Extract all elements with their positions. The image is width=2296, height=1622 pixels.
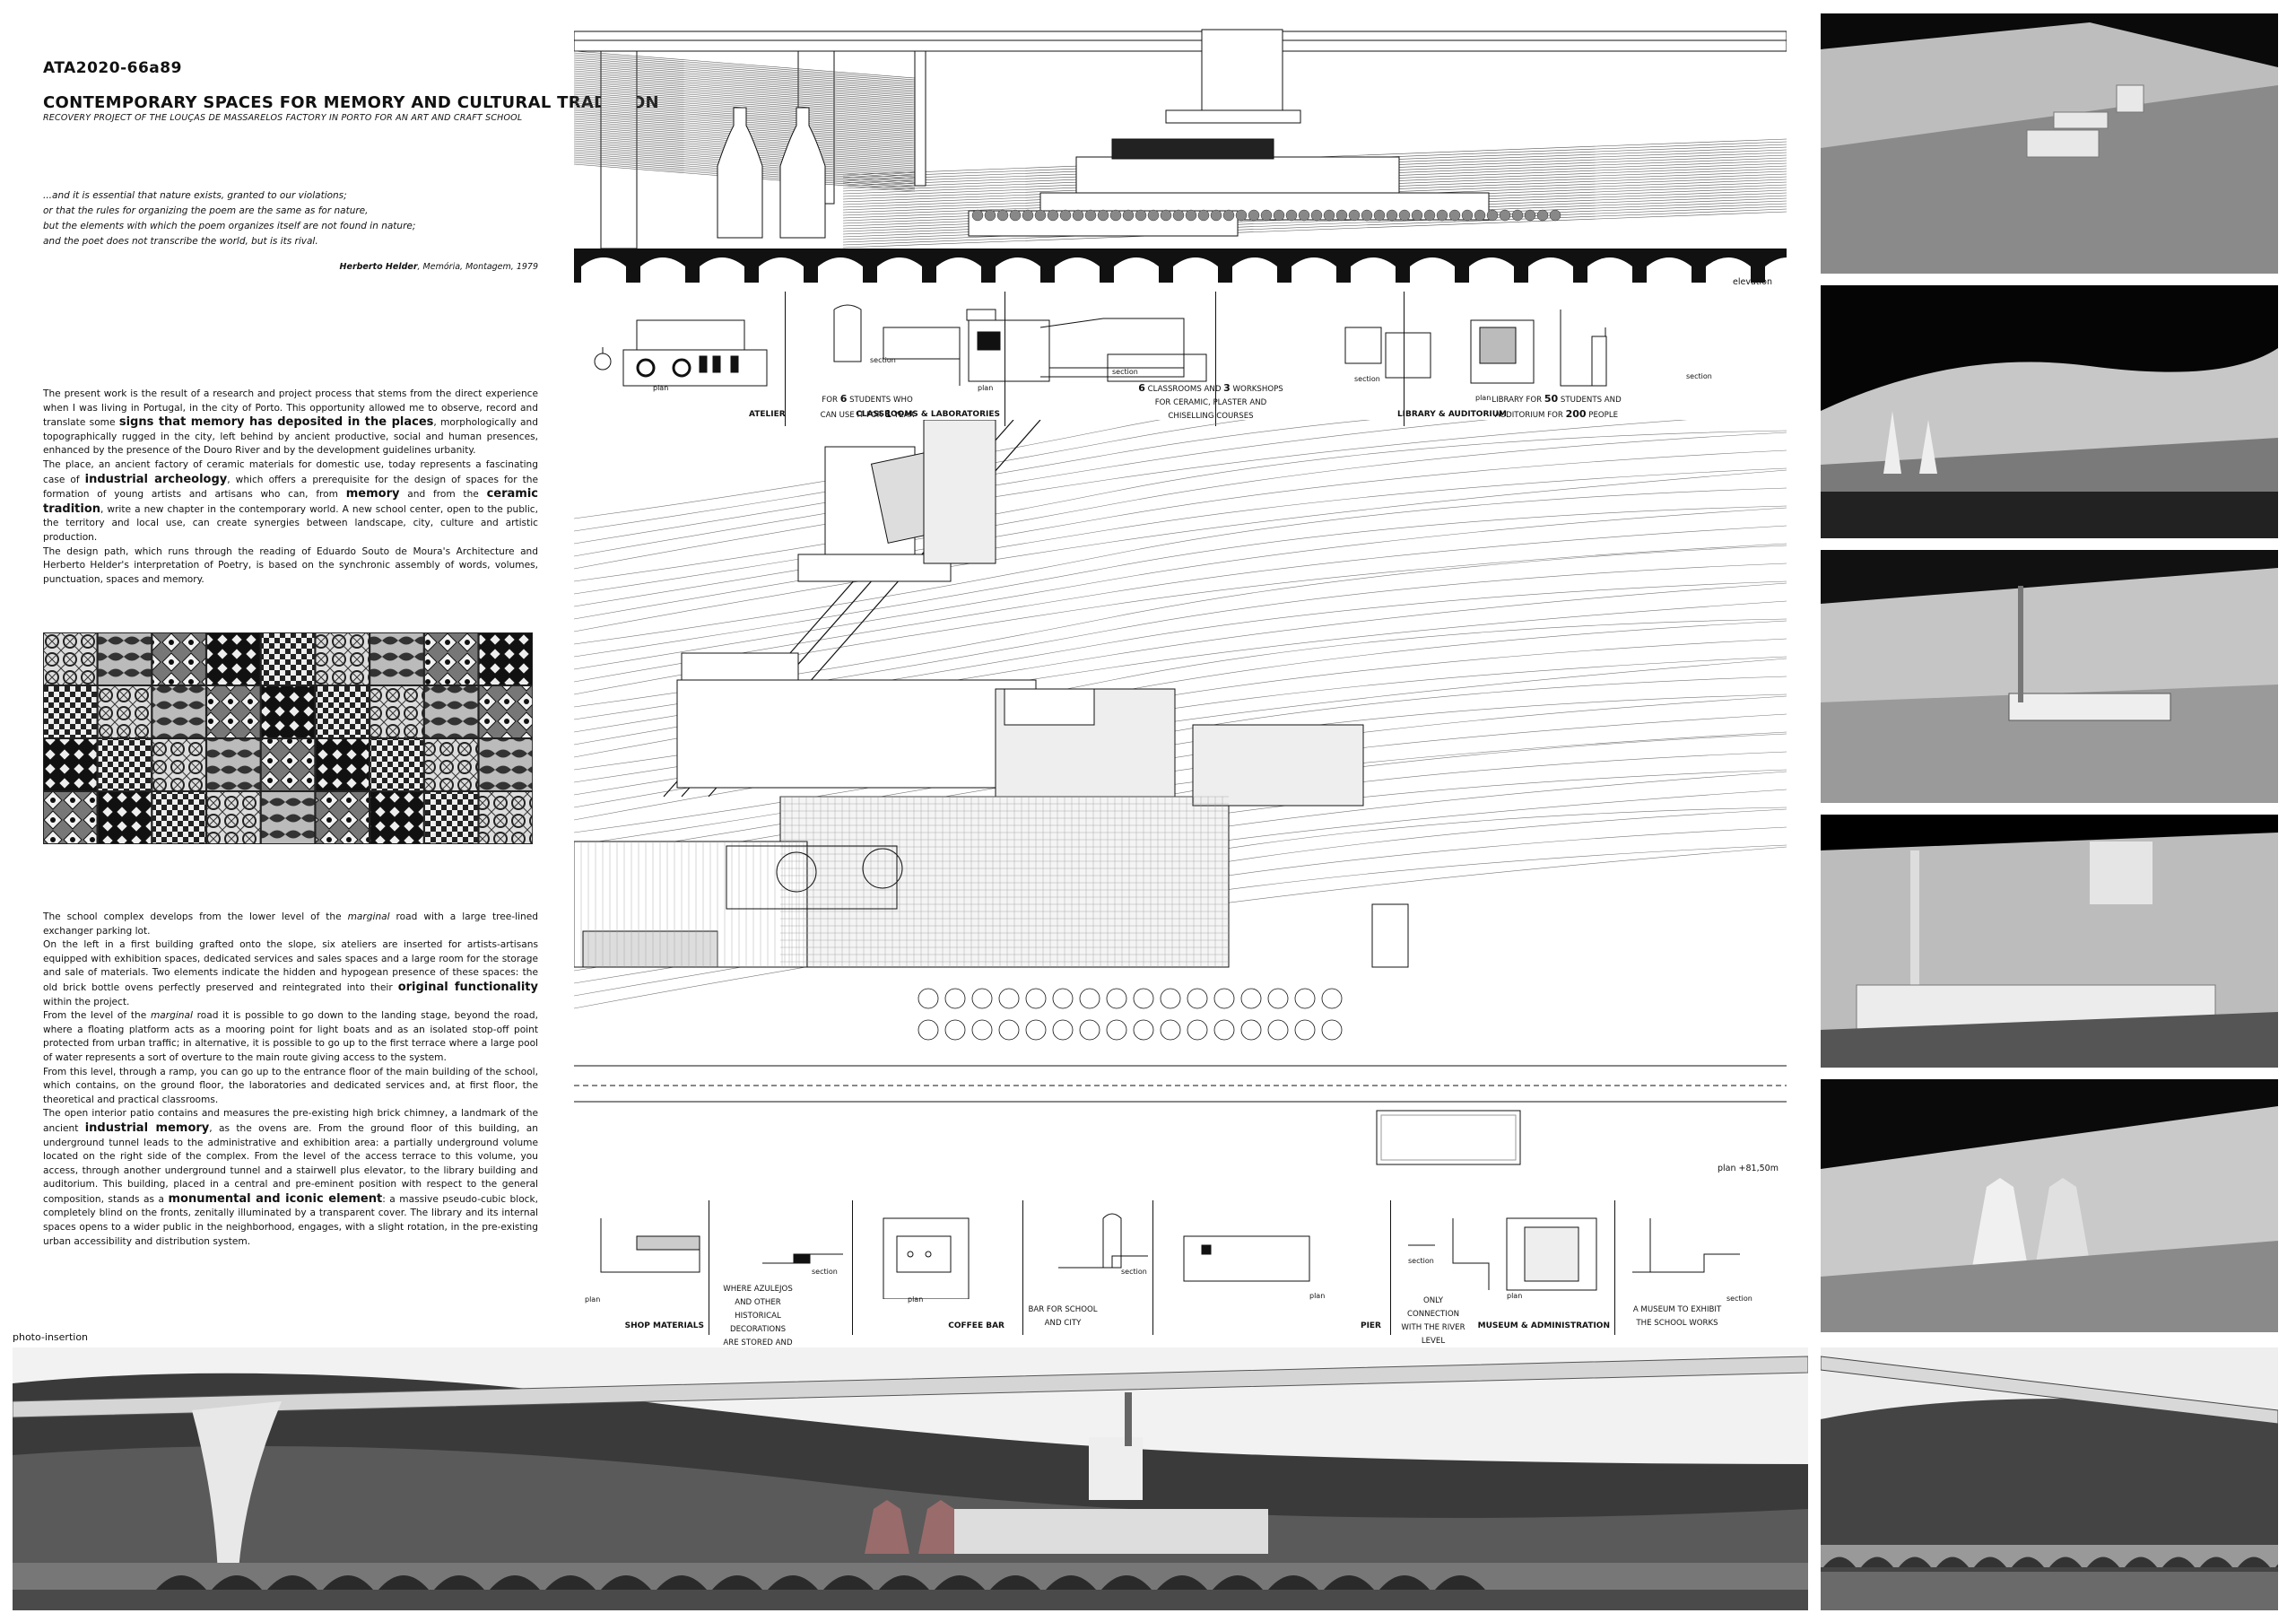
top-program-strip: plan section plan section section plan s…	[574, 292, 1787, 428]
intro-paragraph: The present work is the result of a rese…	[43, 388, 538, 457]
poem-line: and the poet does not transcribe the wor…	[43, 236, 318, 247]
divider	[1022, 1200, 1023, 1335]
divider	[852, 1200, 853, 1335]
plan-label: plan	[978, 384, 994, 392]
program-museum: MUSEUM & ADMINISTRATION	[1477, 1321, 1610, 1330]
program-coffee-desc: BAR FOR SCHOOL AND CITY	[1028, 1305, 1098, 1328]
site-plan-drawing	[574, 420, 1787, 1165]
section-label: section	[870, 356, 896, 364]
program-museum-desc: A MUSEUM TO EXHIBIT THE SCHOOL WORKS	[1632, 1305, 1722, 1328]
intro-paragraph: The place, an ancient factory of ceramic…	[43, 458, 539, 543]
bottom-program-strip: plan section plan section plan section p…	[574, 1200, 1787, 1361]
existing-site-photo	[1821, 1347, 2278, 1610]
intro-text: The present work is the result of a rese…	[43, 388, 538, 587]
plan-label: plan	[1309, 1292, 1326, 1300]
poem-source: , Memória, Montagem, 1979	[417, 262, 538, 272]
description-paragraph: The school complex develops from the low…	[43, 911, 538, 937]
project-code: ATA2020-66a89	[43, 59, 182, 77]
program-atelier: ATELIER	[749, 410, 786, 419]
divider	[1004, 292, 1005, 426]
divider	[1390, 1200, 1391, 1335]
program-pier: PIER	[1360, 1321, 1381, 1330]
poem-author: Herberto Helder	[339, 262, 418, 272]
plan-label: plan	[653, 384, 669, 392]
program-library: LIBRARY & AUDITORIUM	[1396, 410, 1507, 419]
description-text: The school complex develops from the low…	[43, 911, 538, 1249]
section-label: section	[1408, 1257, 1434, 1265]
section-label: section	[1354, 375, 1380, 383]
model-render-1	[1821, 13, 2278, 274]
program-atelier-desc: FOR 6 STUDENTS WHO CAN USE IT FOR 1 YEAR	[820, 393, 915, 420]
model-render-3	[1821, 550, 2278, 803]
poem-attribution: Herberto Helder, Memória, Montagem, 1979	[43, 262, 538, 272]
description-paragraph: From the level of the marginal road it i…	[43, 1010, 538, 1063]
poem-line: but the elements with which the poem org…	[43, 221, 416, 231]
description-paragraph: From this level, through a ramp, you can…	[43, 1066, 538, 1105]
model-render-2	[1821, 285, 2278, 538]
poem-line: ...and it is essential that nature exist…	[43, 190, 347, 201]
photo-insertion-image	[13, 1347, 1808, 1610]
section-label: section	[812, 1268, 838, 1276]
project-subtitle: RECOVERY PROJECT OF THE LOUÇAS DE MASSAR…	[43, 113, 523, 123]
poem-line: or that the rules for organizing the poe…	[43, 205, 369, 216]
plan-level-label: plan +81,50m	[1718, 1164, 1779, 1173]
program-shop: SHOP MATERIALS	[624, 1321, 704, 1330]
section-label: section	[1121, 1268, 1147, 1276]
elevation-label: elevation	[1733, 277, 1772, 287]
divider	[1614, 1200, 1615, 1335]
model-render-4	[1821, 815, 2278, 1068]
photo-insertion-label: photo-insertion	[13, 1331, 89, 1343]
program-classrooms: CLASSROOMS & LABORATORIES	[856, 410, 1000, 419]
plan-label: plan	[1475, 394, 1492, 402]
plan-label: plan	[585, 1295, 601, 1304]
program-classrooms-desc: 6 CLASSROOMS AND 3 WORKSHOPS FOR CERAMIC…	[1138, 382, 1283, 421]
section-label: section	[1112, 368, 1138, 376]
program-coffee: COFFEE BAR	[948, 1321, 1004, 1330]
program-diagrams	[600, 1213, 1740, 1299]
program-diagrams	[594, 304, 1607, 387]
section-label: section	[1686, 372, 1712, 380]
program-library-desc: LIBRARY FOR 50 STUDENTS AND AUDITORIUM F…	[1492, 393, 1622, 420]
description-paragraph: The open interior patio contains and mea…	[43, 1108, 538, 1247]
elevation-drawing	[574, 29, 1787, 283]
section-label: section	[1726, 1295, 1752, 1303]
azulejo-tiles-image	[43, 632, 533, 844]
poem-quote: ...and it is essential that nature exist…	[43, 188, 545, 249]
project-title: CONTEMPORARY SPACES FOR MEMORY AND CULTU…	[43, 93, 659, 112]
intro-paragraph: The design path, which runs through the …	[43, 545, 538, 585]
divider	[1215, 292, 1216, 426]
model-render-5	[1821, 1079, 2278, 1332]
divider	[1152, 1200, 1153, 1335]
divider	[1404, 292, 1405, 426]
plan-label: plan	[1507, 1292, 1523, 1300]
description-paragraph: On the left in a first building grafted …	[43, 939, 538, 1007]
plan-label: plan	[908, 1295, 924, 1304]
divider	[785, 292, 786, 426]
program-pier-desc: ONLY CONNECTION WITH THE RIVER LEVEL	[1401, 1296, 1465, 1346]
